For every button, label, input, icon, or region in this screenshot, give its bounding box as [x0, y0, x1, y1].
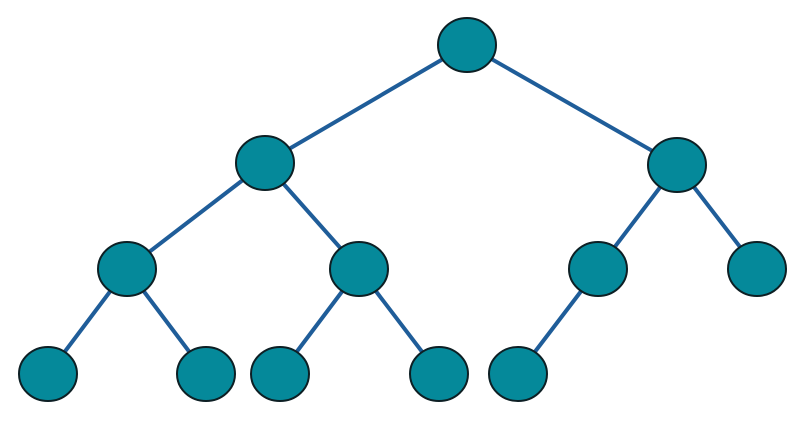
tree-node-n4 — [329, 241, 389, 297]
tree-node-n10 — [409, 346, 469, 402]
tree-node-n2 — [647, 137, 707, 193]
tree-edges — [46, 43, 759, 376]
tree-node-n6 — [727, 241, 787, 297]
tree-node-n7 — [18, 346, 78, 402]
tree-node-n3 — [97, 241, 157, 297]
tree-node-n9 — [250, 346, 310, 402]
tree-node-n5 — [568, 241, 628, 297]
edge-root-n1 — [263, 43, 469, 165]
tree-nodes — [18, 17, 787, 402]
tree-node-n11 — [488, 346, 548, 402]
tree-node-n1 — [235, 135, 295, 191]
tree-node-root — [437, 17, 497, 73]
tree-node-n8 — [176, 346, 236, 402]
edge-root-n2 — [465, 43, 679, 167]
